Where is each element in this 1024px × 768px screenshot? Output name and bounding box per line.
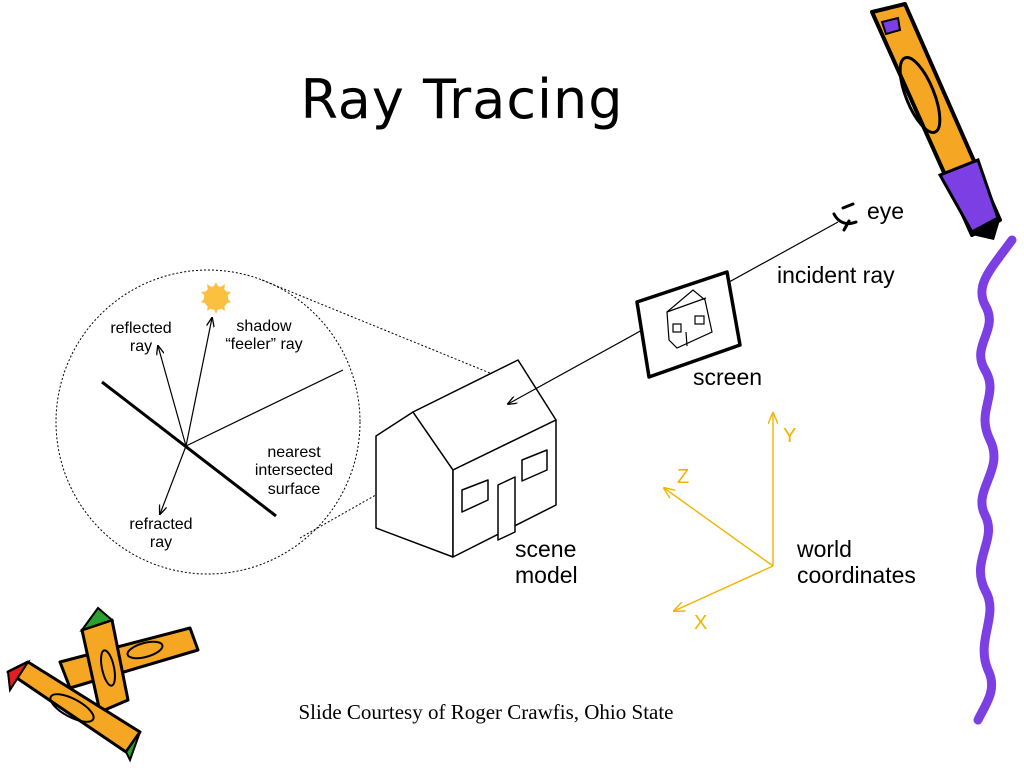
shadow-feeler-label: shadow “feeler” ray: [212, 318, 316, 355]
house-icon: [375, 359, 557, 558]
shadow-feeler-line1: shadow: [236, 318, 292, 335]
refracted-ray-line2: ray: [149, 534, 173, 552]
scene-model-line1: scene: [515, 536, 577, 562]
sun-icon: [201, 282, 231, 314]
reflected-ray-line2: ray: [129, 338, 153, 356]
nearest-surface-line1: nearest: [267, 444, 321, 461]
axis-z-label: Z: [677, 466, 690, 488]
refracted-ray-label: refracted ray: [116, 516, 206, 553]
reflected-ray-label: reflected ray: [96, 320, 186, 357]
zoom-line-top: [261, 279, 513, 383]
nearest-surface-label: nearest intersected surface: [244, 444, 344, 499]
world-coordinates-line1: world: [797, 536, 852, 562]
magnification-circle: [55, 269, 361, 575]
squiggle-decoration: [973, 235, 1017, 725]
crayons-clipart: [6, 606, 200, 763]
incident-ray-label: incident ray: [777, 262, 895, 288]
incident-ray-magnified: [185, 369, 344, 447]
screen-icon: [635, 270, 742, 379]
nearest-surface-line3: surface: [267, 480, 321, 498]
intersected-surface-line: [101, 380, 277, 518]
refracted-ray-arrow: [160, 445, 187, 514]
reflected-ray-arrow: [158, 346, 187, 447]
world-coordinates-label: world coordinates: [797, 536, 916, 589]
axis-x-label: X: [694, 612, 708, 634]
slide-title: Ray Tracing: [300, 68, 624, 131]
axis-z: [664, 488, 774, 567]
world-axes: [664, 413, 773, 611]
shadow-ray-arrow: [185, 318, 212, 447]
nearest-surface-line2: intersected: [254, 462, 334, 480]
eye-label: eye: [867, 198, 905, 224]
screen-label: screen: [693, 364, 763, 390]
reflected-ray-line1: reflected: [110, 320, 172, 337]
scene-model-label: scene model: [515, 536, 578, 589]
scene-model-line2: model: [515, 562, 578, 589]
refracted-ray-line1: refracted: [129, 516, 193, 533]
slide-credit: Slide Courtesy of Roger Crawfis, Ohio St…: [298, 700, 674, 724]
world-coordinates-line2: coordinates: [797, 562, 916, 589]
pencil-clipart: [870, 2, 1002, 240]
axis-x: [674, 565, 774, 611]
axis-y-label: Y: [783, 425, 797, 447]
eye-icon: [832, 202, 858, 232]
shadow-feeler-line2: “feeler” ray: [225, 336, 303, 354]
